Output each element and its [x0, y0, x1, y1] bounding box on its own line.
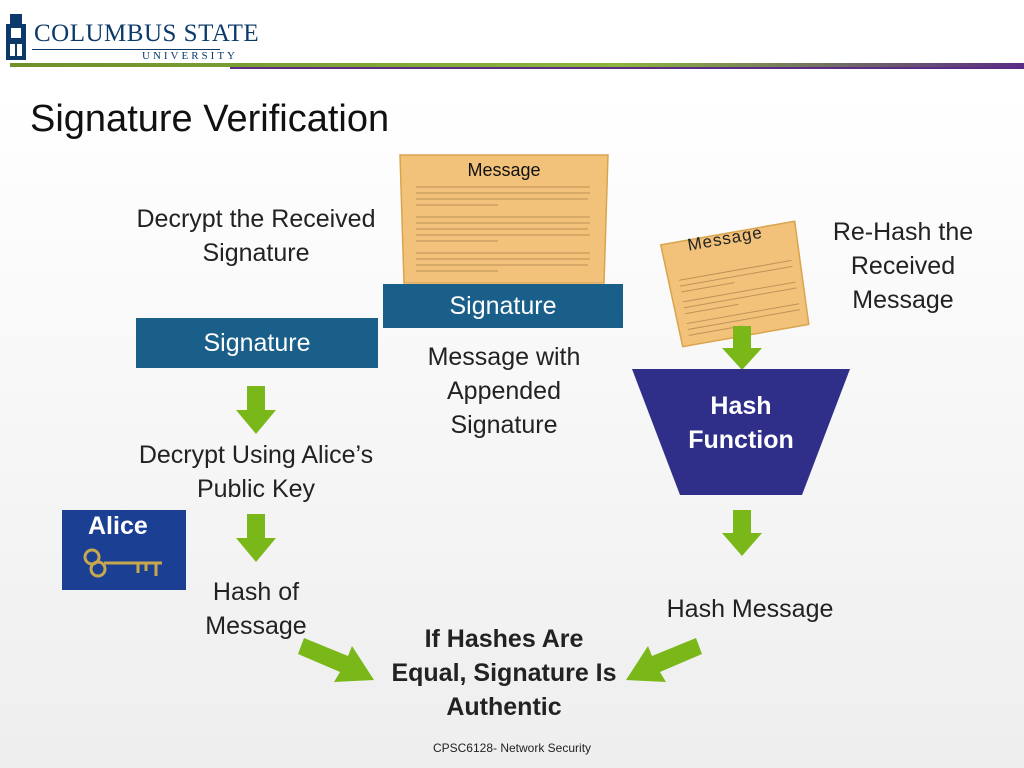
header-accent-bar-purple	[230, 67, 1024, 69]
down-arrow-icon	[722, 326, 762, 370]
decrypt-received-signature-label: Decrypt the Received Signature	[110, 202, 402, 270]
result-statement: If Hashes Are Equal, Signature Is Authen…	[385, 622, 623, 724]
hash-message-label: Hash Message	[640, 592, 860, 626]
down-arrow-icon	[236, 514, 276, 562]
arrow-right-down-icon	[298, 632, 378, 688]
logo-subtext: UNIVERSITY	[142, 50, 238, 62]
message-with-signature-label: Message with Appended Signature	[395, 340, 613, 442]
down-arrow-icon	[722, 510, 762, 556]
slide-title: Signature Verification	[30, 98, 389, 141]
message-document-label: Message	[398, 160, 610, 181]
rehash-received-message-label: Re-Hash the Received Message	[812, 215, 994, 317]
university-logo: COLUMBUS STATE UNIVERSITY	[0, 10, 240, 62]
down-arrow-icon	[236, 386, 276, 434]
received-signature-bar: Signature	[136, 318, 378, 368]
clock-tower-icon	[2, 14, 30, 60]
footer-course-label: CPSC6128- Network Security	[0, 741, 1024, 755]
alice-label: Alice	[88, 512, 148, 541]
logo-text: COLUMBUS STATE	[34, 20, 259, 48]
decrypt-using-public-key-label: Decrypt Using Alice’s Public Key	[130, 438, 382, 506]
arrow-left-down-icon	[622, 632, 702, 688]
appended-signature-bar: Signature	[383, 284, 623, 328]
appended-signature-label: Signature	[449, 292, 556, 321]
received-signature-label: Signature	[203, 329, 310, 358]
hash-function-label: Hash Function	[662, 389, 820, 457]
key-icon	[80, 546, 170, 580]
